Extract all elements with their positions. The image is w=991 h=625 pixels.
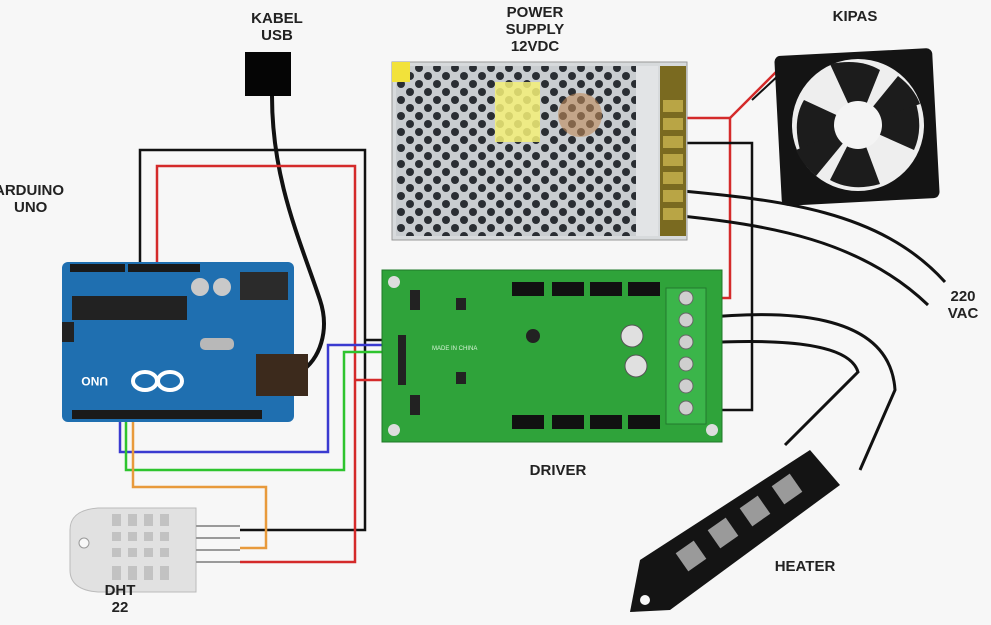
power-supply [391,61,688,241]
wire-blue-signal [118,343,390,454]
label-driver: DRIVER [529,462,587,479]
motor-driver-board: MADE IN CHINA [381,269,723,443]
heater-element [630,450,840,612]
label-usb-cable: KABEL USB [251,10,303,44]
wire-ac-n [671,213,930,307]
usb-cable [270,95,326,374]
label-arduino-uno: ARDUINO UNO [0,182,64,216]
driver-mark-text: MADE IN CHINA [432,346,477,352]
wire-heater-a [699,313,897,471]
fan [774,48,940,206]
wire-red-vcc [155,164,357,564]
wire-black-gnd [138,148,367,532]
wire-orange-data [131,418,268,550]
wire-ac-l [671,188,947,284]
label-220vac: 220 VAC [947,288,979,322]
dht22-sensor [69,507,240,593]
wire-black-psu-minus [672,141,754,412]
label-power-supply: POWER SUPPLY 12VDC [505,4,565,55]
wire-heater-b [699,340,860,447]
usb-b-port [256,354,308,396]
wire-green-signal [124,350,390,472]
label-dht22: DHT 22 [104,582,136,616]
arduino-uno-board: UNO [62,262,308,422]
label-heater: HEATER [774,558,836,575]
label-fan: KIPAS [832,8,878,25]
uno-logo-text: UNO [81,374,108,388]
usb-plug [245,52,291,96]
